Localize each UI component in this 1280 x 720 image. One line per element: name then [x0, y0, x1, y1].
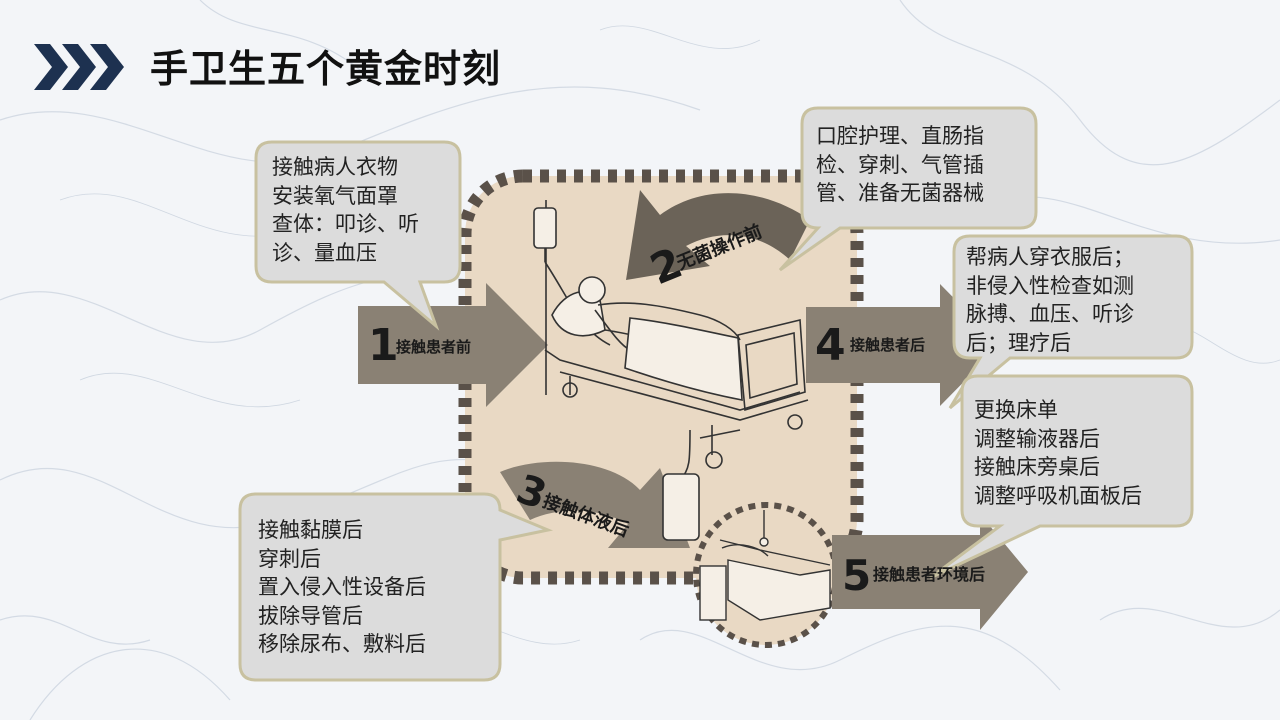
detail-line: 接触黏膜后: [258, 518, 363, 542]
page-title: 手卫生五个黄金时刻: [150, 47, 502, 91]
moment-5-number: 5: [842, 551, 871, 600]
detail-line: 安装氧气面罩: [272, 183, 398, 208]
detail-line: 更换床单: [974, 398, 1058, 422]
moment-1-number: 1: [368, 320, 399, 371]
detail-line: 后；理疗后: [966, 330, 1071, 355]
moment-5-label: 接触患者环境后: [873, 565, 985, 584]
moment-3-details: 接触黏膜后 穿刺后 置入侵入性设备后 拔除导管后 移除尿布、敷料后: [258, 516, 426, 659]
detail-line: 调整呼吸机面板后: [974, 483, 1142, 508]
moment-4-label: 接触患者后: [850, 336, 925, 354]
detail-line: 脉搏、血压、听诊: [966, 302, 1134, 326]
moment-5-details: 更换床单 调整输液器后 接触床旁桌后 调整呼吸机面板后: [974, 396, 1142, 510]
patient-bed-illustration: [533, 200, 809, 541]
moment-4-arrow: [806, 284, 1000, 406]
moment-1-details: 接触病人衣物 安装氧气面罩 查体：叩诊、听 诊、量血压: [272, 153, 419, 267]
detail-line: 口腔护理、直肠指: [816, 124, 984, 148]
detail-line: 非侵入性检查如测: [966, 273, 1134, 298]
moment-4-number: 4: [815, 320, 846, 371]
detail-line: 查体：叩诊、听: [272, 212, 419, 236]
moment-1-arrow: [358, 283, 548, 407]
detail-line: 管、准备无菌器械: [816, 181, 984, 205]
detail-line: 移除尿布、敷料后: [258, 632, 426, 656]
detail-line: 置入侵入性设备后: [258, 575, 426, 599]
bubble-3-shape: [238, 492, 554, 682]
environment-bed-illustration: [699, 510, 831, 621]
bubble-1-shape: [254, 140, 462, 331]
detail-line: 穿刺后: [258, 546, 321, 571]
detail-line: 接触病人衣物: [272, 155, 398, 179]
moment-2-arrow: [626, 190, 810, 280]
detail-line: 拔除导管后: [258, 603, 363, 628]
moment-3-arrow: [500, 461, 690, 548]
detail-line: 调整输液器后: [974, 426, 1100, 451]
detail-line: 接触床旁桌后: [974, 455, 1100, 479]
detail-line: 帮病人穿衣服后；: [966, 245, 1134, 269]
moment-1-label: 接触患者前: [396, 338, 471, 356]
moment-4-details: 帮病人穿衣服后； 非侵入性检查如测 脉搏、血压、听诊 后；理疗后: [966, 243, 1134, 357]
detail-line: 诊、量血压: [272, 240, 377, 265]
title-chevrons-icon: [34, 44, 124, 90]
bubble-2-shape: [778, 106, 1038, 272]
bubble-5-shape: [929, 374, 1194, 580]
detail-line: 检、穿刺、气管插: [816, 152, 984, 177]
moment-2-details: 口腔护理、直肠指 检、穿刺、气管插 管、准备无菌器械: [816, 122, 984, 208]
